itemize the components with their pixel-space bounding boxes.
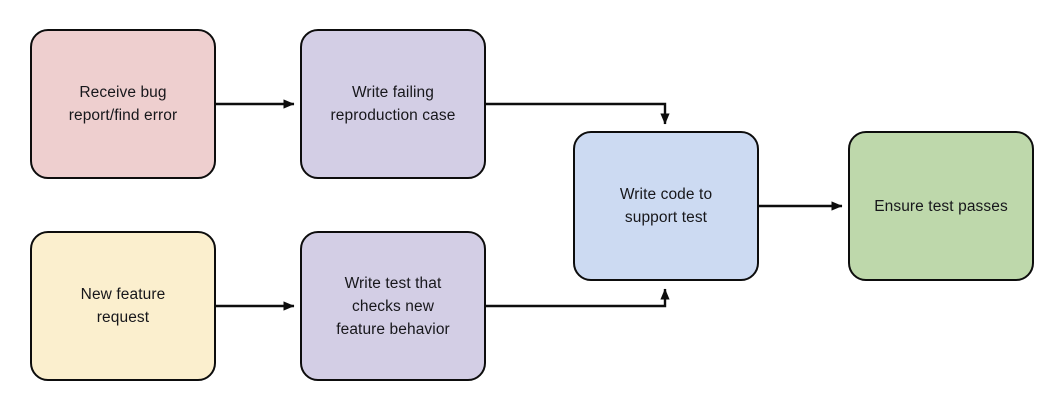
node-label-write-failing-reproduction-case: Write failing reproduction case [330,84,456,124]
node-label-new-feature-request: New feature request [80,286,166,326]
node-write-code-to-support-test[interactable]: Write code to support test [573,131,759,281]
edge-write-failing-reproduction-case-to-write-code-to-support-test [486,102,670,125]
node-label-write-test-checks-new-feature: Write test that checks new feature behav… [336,274,450,338]
node-label-receive-bug-report: Receive bug report/find error [68,84,178,124]
node-write-test-checks-new-feature[interactable]: Write test that checks new feature behav… [300,231,486,381]
edge-write-test-checks-new-feature-to-write-code-to-support-test [486,288,670,308]
node-new-feature-request[interactable]: New feature request [30,231,216,381]
node-label-ensure-test-passes: Ensure test passes [874,197,1008,215]
node-write-failing-reproduction-case[interactable]: Write failing reproduction case [300,29,486,179]
node-ensure-test-passes[interactable]: Ensure test passes [848,131,1034,281]
node-receive-bug-report[interactable]: Receive bug report/find error [30,29,216,179]
node-label-write-code-to-support-test: Write code to support test [619,186,713,226]
